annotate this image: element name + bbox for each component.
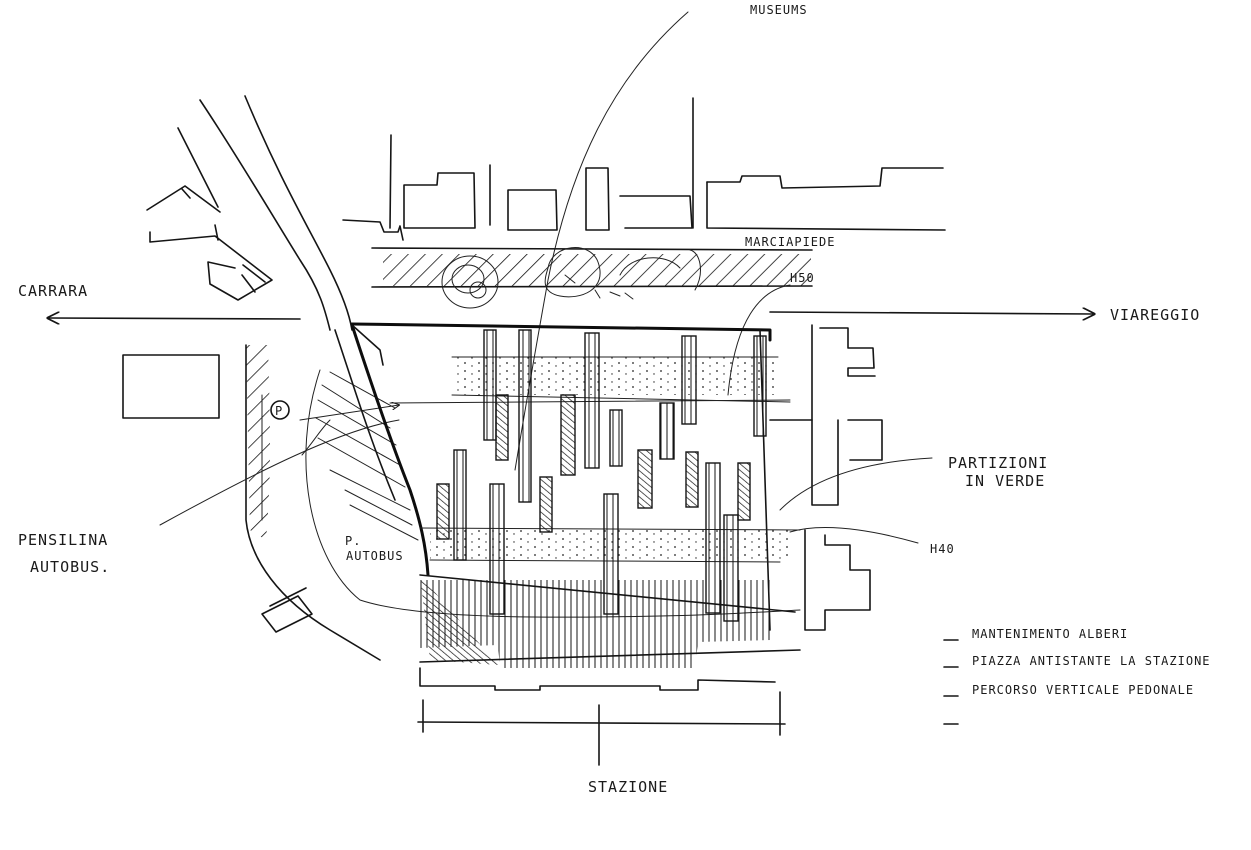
legend-item-3: PERCORSO VERTICALE PEDONALE: [972, 683, 1194, 697]
green-partitions: [436, 329, 767, 622]
text-labels: CARRARA VIAREGGIO MUSEUMS MARCIAPIEDE H5…: [18, 3, 1200, 796]
label-capolinea-1: PENSILINA: [18, 531, 108, 549]
label-p-autobus-2: AUTOBUS: [346, 549, 404, 563]
label-viareggio: VIAREGGIO: [1110, 306, 1200, 324]
h40-leader: [789, 527, 919, 544]
label-partizioni-2: IN VERDE: [965, 472, 1045, 490]
legend-item-2: PIAZZA ANTISTANTE LA STAZIONE: [972, 654, 1211, 668]
right-buildings: [804, 324, 883, 631]
label-marciapiede: MARCIAPIEDE: [745, 235, 835, 249]
station-building: [417, 667, 786, 766]
label-h50: H50: [790, 271, 815, 285]
bus-shelter-box: [261, 587, 313, 633]
top-buildings: [342, 97, 946, 241]
station-square: [350, 322, 813, 668]
partizioni-leader: [779, 457, 933, 511]
main-road-arrow-west: [48, 318, 301, 319]
label-p-autobus-1: P.: [345, 534, 361, 548]
label-stazione: STAZIONE: [588, 778, 668, 796]
bus-parking-stalls: [159, 371, 419, 541]
left-road-network: [122, 95, 353, 419]
legend-item-1: MANTENIMENTO ALBERI: [972, 627, 1128, 641]
label-museum: MUSEUMS: [750, 3, 808, 17]
label-parking: P: [275, 404, 283, 418]
label-carrara: CARRARA: [18, 282, 88, 300]
label-partizioni-1: PARTIZIONI: [948, 454, 1048, 472]
left-parking-strip: [245, 344, 381, 661]
label-h40: H40: [930, 542, 955, 556]
main-road-arrow-east: [769, 312, 1094, 314]
existing-trees: [441, 247, 701, 309]
legend: MANTENIMENTO ALBERI PIAZZA ANTISTANTE LA…: [943, 627, 1211, 725]
label-capolinea-2: AUTOBUS.: [30, 558, 110, 576]
wedge-road: [334, 323, 430, 577]
